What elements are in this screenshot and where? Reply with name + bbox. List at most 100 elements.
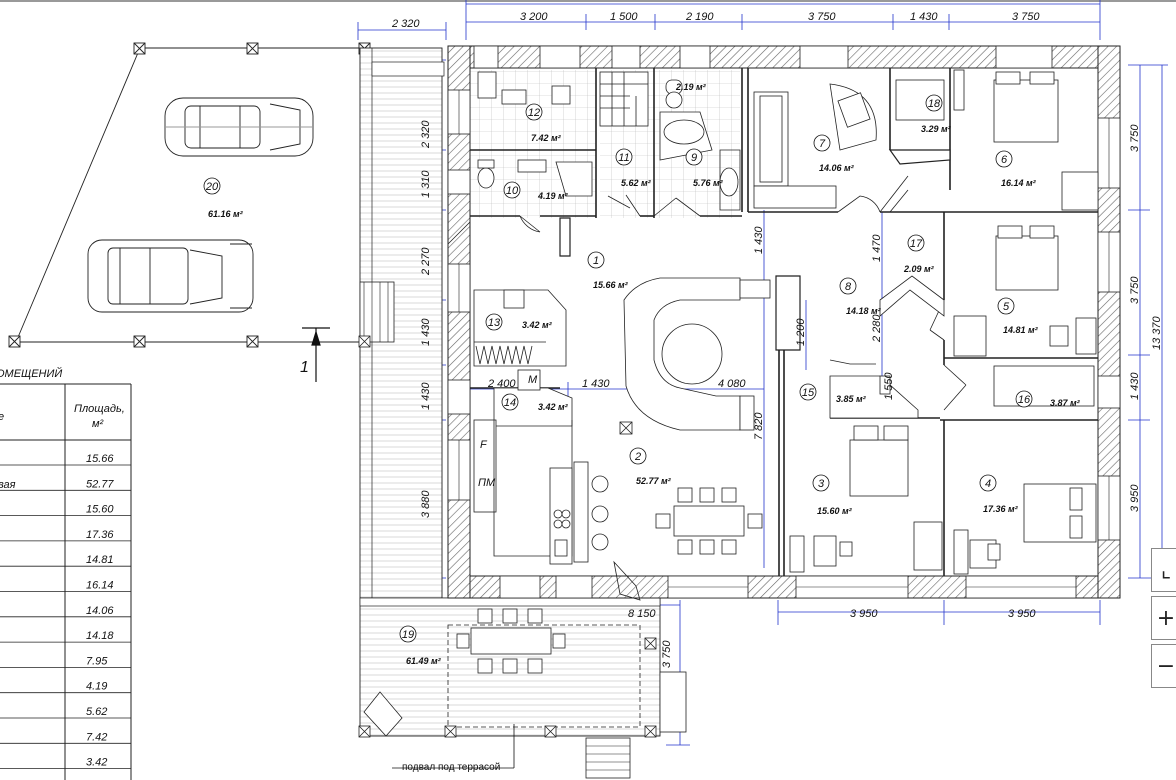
- room-number: 19: [402, 629, 414, 641]
- room-number: 6: [1001, 154, 1008, 166]
- room-number: 4: [985, 478, 991, 490]
- car-top: [164, 97, 314, 157]
- room-number: 1: [593, 255, 599, 267]
- room-area: 15.66 м²: [593, 280, 629, 290]
- room-number: 12: [528, 107, 540, 119]
- fridge-label: F: [480, 439, 488, 451]
- room-number: 18: [928, 98, 941, 110]
- dim-inner-5: 2 400: [487, 378, 516, 390]
- table-row-name: вая: [0, 479, 16, 491]
- room-number: 7: [819, 138, 826, 150]
- dim-right-0: 3 750: [1129, 124, 1141, 152]
- dim-top-2: 1 500: [610, 11, 638, 23]
- room-number: 17: [910, 238, 923, 250]
- dimension-labels: 2 320 3 200 1 500 2 190 3 750 1 430 3 75…: [391, 11, 1163, 668]
- dim-top-3: 2 190: [685, 11, 714, 23]
- room-number: 20: [205, 181, 219, 193]
- dim-inner-0: 1 430: [753, 226, 765, 254]
- room-number: 5: [1003, 301, 1010, 313]
- table-row-area: 14.18: [86, 630, 114, 642]
- room-area: 14.06 м²: [819, 163, 855, 173]
- room-number-circle: [587, 251, 605, 269]
- room-area: 5.62 м²: [621, 178, 652, 188]
- zoom-in-button[interactable]: +: [1151, 596, 1176, 640]
- dim-inner-7: 4 080: [718, 378, 746, 390]
- room-number-circle: [485, 313, 503, 331]
- dim-top-4: 3 750: [808, 11, 836, 23]
- dim-bottom-0: 8 150: [628, 608, 656, 620]
- table-row-area: 15.66: [86, 453, 114, 465]
- table-row-area: 17.36: [86, 529, 114, 541]
- section-marker: [302, 327, 330, 382]
- room-number-circle: [997, 297, 1015, 315]
- room-area: 2.09 м²: [903, 264, 935, 274]
- room-number-circle: [615, 148, 633, 166]
- room-number: 2: [634, 451, 641, 463]
- table-col-name: е: [0, 411, 4, 423]
- furniture: [473, 69, 1099, 575]
- terrace: [358, 335, 687, 779]
- car-bottom: [87, 239, 254, 313]
- dim-right-1: 3 750: [1129, 276, 1141, 304]
- room-number: 16: [1018, 394, 1031, 406]
- room-number-circle: [203, 177, 221, 195]
- table-title: ОМЕЩЕНИЙ: [0, 367, 62, 380]
- dim-top-1: 3 200: [520, 11, 548, 23]
- room-area: 14.18 м²: [846, 306, 882, 316]
- zoom-out-button[interactable]: −: [1151, 644, 1176, 688]
- room-number-circle: [839, 277, 857, 295]
- room-number-circle: [979, 474, 997, 492]
- room-number: 10: [506, 185, 519, 197]
- room-number-circle: [812, 474, 830, 492]
- room-number-circle: [799, 383, 817, 401]
- fit-view-button[interactable]: ⌞: [1151, 548, 1176, 592]
- room-schedule-table: ОМЕЩЕНИЙ е Площадь, м² вая 15.6652.7715.…: [0, 367, 132, 780]
- dim-right-2: 1 430: [1129, 372, 1141, 400]
- room-area: 3.29 м²: [921, 124, 952, 134]
- dim-inner-3: 2 280: [871, 314, 883, 343]
- room-area: 52.77 м²: [636, 476, 672, 486]
- room-area: 61.49 м²: [406, 656, 442, 666]
- dim-left-0: 2 320: [420, 120, 432, 149]
- room-area: 4.19 м²: [537, 191, 569, 201]
- dim-top-6: 3 750: [1012, 11, 1040, 23]
- dim-top-0: 2 320: [391, 18, 420, 30]
- room-number-circle: [501, 393, 519, 411]
- room-number: 13: [488, 317, 501, 329]
- table-row-area: 16.14: [86, 580, 114, 592]
- dim-left-3: 1 430: [420, 318, 432, 346]
- room-area: 16.14 м²: [1001, 178, 1037, 188]
- room-number: 15: [802, 387, 815, 399]
- room-area: 3.85 м²: [836, 394, 867, 404]
- doors: [447, 175, 967, 601]
- table-row-area: 15.60: [86, 504, 114, 516]
- room-area: 7.42 м²: [531, 133, 562, 143]
- room-area: 5.76 м²: [693, 178, 724, 188]
- minus-icon: −: [1156, 653, 1176, 679]
- room-area: 2.19 м²: [675, 82, 707, 92]
- carport: [8, 42, 371, 348]
- microwave-label: M: [528, 374, 538, 386]
- dim-right-3: 3 950: [1129, 484, 1141, 512]
- room-area: 3.87 м²: [1050, 398, 1081, 408]
- fit-view-icon: ⌞: [1160, 557, 1172, 583]
- dim-inner-6: 1 430: [582, 378, 610, 390]
- room-number-circle: [525, 103, 543, 121]
- section-label: 1: [300, 359, 309, 376]
- stair-core: [559, 149, 951, 351]
- room-number-circle: [813, 134, 831, 152]
- dishwasher-label: ПМ: [478, 477, 496, 489]
- room-area: 3.42 м²: [538, 402, 569, 412]
- dim-inner-4: 1 550: [883, 372, 895, 400]
- room-number-circle: [995, 150, 1013, 168]
- room-number: 8: [845, 281, 852, 293]
- room-number-circle: [685, 148, 703, 166]
- room-area: 15.60 м²: [817, 506, 853, 516]
- table-row-area: 14.06: [86, 605, 114, 617]
- table-row-area: 5.62: [86, 706, 107, 718]
- room-area: 14.81 м²: [1003, 325, 1039, 335]
- room-number: 3: [818, 478, 825, 490]
- dim-inner-1: 1 470: [871, 234, 883, 262]
